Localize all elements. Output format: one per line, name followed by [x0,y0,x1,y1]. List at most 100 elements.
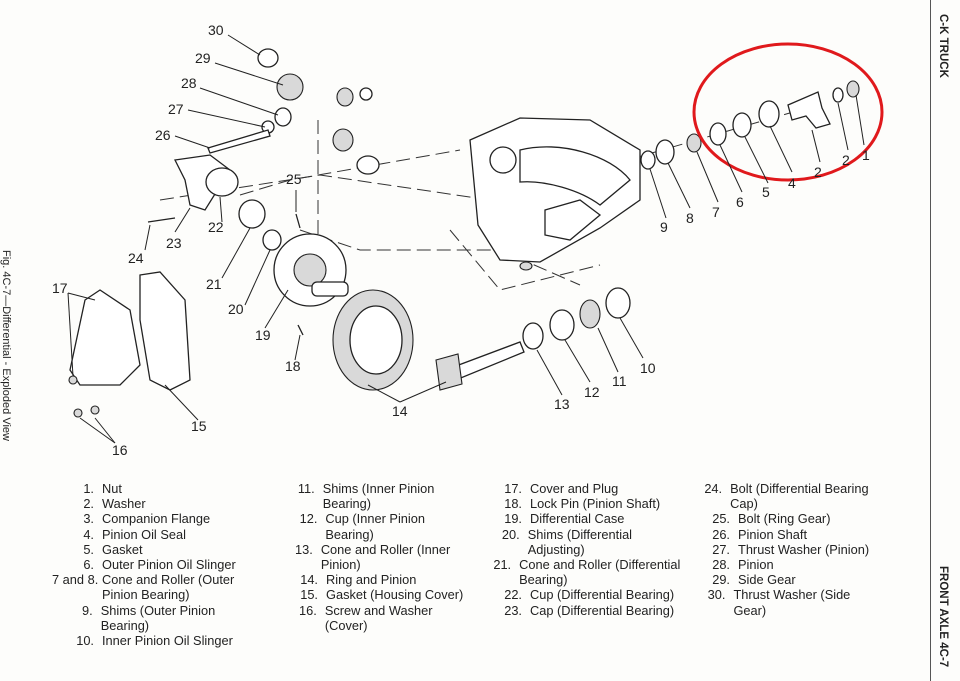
callout-23: 23 [166,235,182,251]
legend-item-text: Screw and Washer (Cover) [324,602,433,633]
legend-item-text: Nut [102,481,122,496]
legend-item-text: Bolt (Differential Bearing Cap) [730,481,869,512]
legend-item-number: 15. [300,587,318,603]
legend-item-number: 1. [83,481,94,496]
callout-6: 6 [736,194,744,210]
callout-12: 12 [584,384,600,400]
legend-item-text: Cover and Plug [530,481,619,496]
legend-item: 19. Differential Case [474,511,684,526]
callout-22: 22 [208,219,224,235]
legend-item-number: 17. [504,481,522,496]
callout-11: 11 [612,373,627,389]
callout-20: 20 [228,301,244,317]
callout-1: 1 [862,147,870,163]
legend-item-text: Gasket [102,541,143,557]
legend-item: 14.Ring and Pinion [270,572,475,587]
leader-lines [67,34,865,444]
callout-28: 28 [181,75,197,91]
legend-item: 12.Cup (Inner Pinion Bearing) [270,511,475,541]
legend-column-3: 17. Cover and Plug 18. Lock Pin (Pinion Sha… [474,481,684,618]
callout-25: 25 [286,171,302,187]
legend-item: 16. Screw and Washer (Cover) [270,603,475,633]
legend-item-text: Cone and Roller (Differential Bearing) [519,557,681,588]
legend-item: 27.Thrust Washer (Pinion) [682,542,872,557]
differential-case-drawing [273,233,349,307]
legend-item-number: 20. [501,526,520,542]
legend-item-number: 29. [712,572,730,588]
legend-item-number: 6. [83,557,94,573]
legend-item-number: 5. [83,541,94,557]
legend-item: 18. Lock Pin (Pinion Shaft) [474,496,684,511]
legend-item-text: Differential Case [530,511,625,527]
side-header-bottom: FRONT AXLE 4C-7 [937,566,949,668]
legend-item-text: Lock Pin (Pinion Shaft) [530,496,661,512]
gear-cluster-drawing [207,48,380,175]
callout-17: 17 [52,280,68,296]
legend-item-number: 12. [299,511,318,527]
legend-item-text: Thrust Washer (Side Gear) [733,587,851,618]
callout-26: 26 [155,127,171,143]
ring-gear-drawing [332,289,414,391]
legend-item-text: Companion Flange [102,511,211,527]
callout-29: 29 [195,50,211,66]
legend-item-number: 16. [299,602,317,618]
legend-item-text: Washer [102,496,146,512]
legend-item-number: 28. [712,557,730,573]
legend-item-number: 19. [504,511,522,527]
callout-18: 18 [285,358,301,374]
legend-item: 29. Side Gear [682,572,872,587]
legend-item: 24. Bolt (Differential Bearing Cap) [682,481,872,511]
bearing-cap-drawing [147,154,304,336]
callout-19: 19 [255,327,271,343]
legend-item: 17. Cover and Plug [474,481,684,496]
legend-column-4: 24. Bolt (Differential Bearing Cap)25.Bol… [682,481,872,618]
legend-item-text: Cap (Differential Bearing) [530,602,675,618]
callout-16: 16 [112,442,128,458]
legend-item-number: 9. [82,602,93,618]
legend-item: 2.Washer [52,496,262,511]
callout-2b: 2 [814,164,822,180]
inner-pinion-parts [522,287,631,350]
legend-item-number: 10. [76,633,94,649]
legend-item-text: Pinion [738,557,774,573]
legend-item-text: Bolt (Ring Gear) [738,511,831,527]
legend-item-number: 21. [493,557,512,573]
legend-item-number: 22. [504,587,522,603]
legend-item-number: 30. [707,587,726,603]
legend-item-text: Thrust Washer (Pinion) [738,541,870,557]
legend-item-text: Cone and Roller (Inner Pinion) [320,541,451,573]
legend-item: 15.Gasket (Housing Cover) [270,587,475,602]
legend-item-number: 26. [712,526,730,542]
legend-item-text: Cup (Differential Bearing) [530,587,675,603]
callout-5: 5 [762,184,770,200]
legend-item-text: Pinion Oil Seal [102,526,186,542]
legend-item-number: 14. [300,572,318,588]
legend-item-text: Side Gear [738,572,796,588]
legend-item: 11.Shims (Inner Pinion Bearing) [270,481,475,511]
assembly-line [159,109,801,201]
legend-item: 26.Pinion Shaft [682,527,872,542]
legend-item: 30. Thrust Washer (Side Gear) [682,587,872,617]
legend-item-number: 11. [297,481,315,496]
legend-item: 9.Shims (Outer Pinion Bearing) [52,603,262,633]
legend-item: 1. Nut [52,481,262,496]
callout-4: 4 [788,175,796,191]
callout-30: 30 [208,22,224,38]
legend-column-2: 11.Shims (Inner Pinion Bearing)12.Cup (I… [270,481,475,633]
callout-15: 15 [191,418,207,434]
legend-item: 7 and 8.Cone and Roller (Outer Pinion Be… [52,572,262,602]
page-edge-line [930,0,931,681]
callout-14: 14 [392,403,408,419]
legend-item-number: 13. [295,541,313,557]
drive-pinion-drawing [435,341,525,391]
legend-item-number: 24. [704,481,723,496]
highlight-circle [692,42,884,182]
outer-pinion-parts [640,80,860,170]
legend-item: 25.Bolt (Ring Gear) [682,511,872,526]
legend-item: 22. Cup (Differential Bearing) [474,587,684,602]
callout-8: 8 [686,210,694,226]
legend-item-number: 18. [504,496,522,512]
legend-item: 21. Cone and Roller (Differential Bearing… [474,557,684,587]
callout-27: 27 [168,101,184,117]
